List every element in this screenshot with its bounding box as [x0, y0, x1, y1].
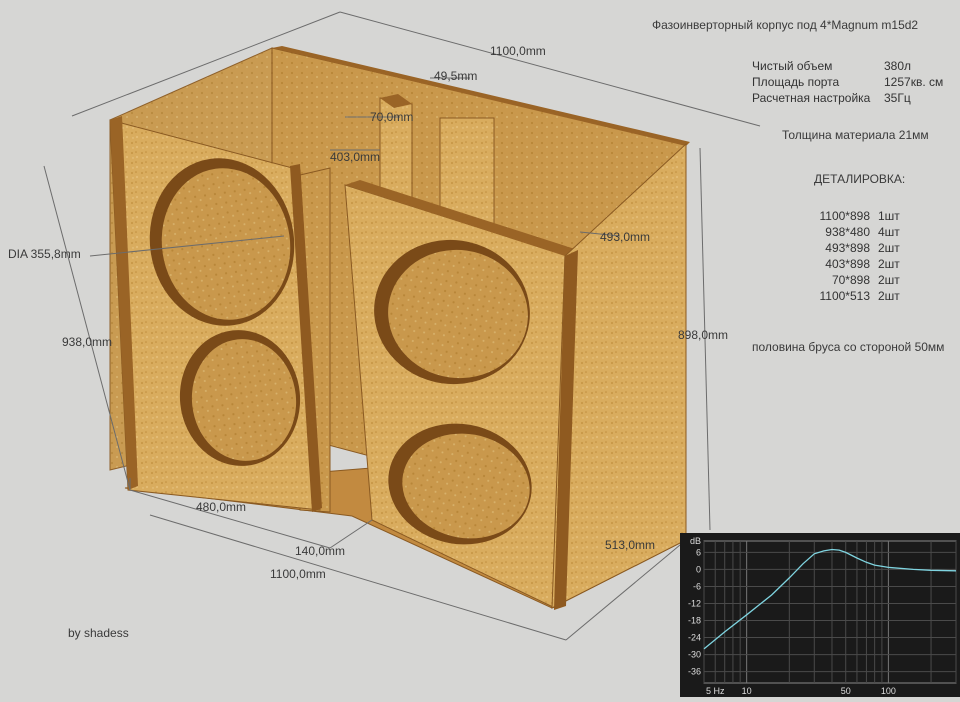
- y-tick-label: -24: [688, 633, 701, 643]
- y-tick-label: -30: [688, 650, 701, 660]
- dim-port-gap: 49,5mm: [434, 69, 478, 83]
- dim-height-front: 938,0mm: [62, 335, 113, 349]
- left-driver-upper-hole: [161, 168, 291, 320]
- spec-value: 1257кв. см: [884, 75, 944, 89]
- left-baffle-right-edge: [290, 164, 322, 512]
- dim-bottom-length: 1100,0mm: [270, 567, 326, 581]
- author-credit: by shadess: [68, 626, 129, 640]
- spec-table: Чистый объем 380л Площадь порта 1257кв. см…: [752, 58, 943, 106]
- spec-value: 35Гц: [884, 91, 911, 105]
- y-tick-label: dB: [690, 536, 701, 546]
- y-tick-label: -6: [693, 581, 701, 591]
- right-baffle-top-edge: [345, 180, 578, 256]
- part-quantity: 2шт: [878, 241, 900, 255]
- parts-row: 1100*513 2шт: [800, 288, 900, 304]
- dim-front-width: 480,0mm: [196, 500, 247, 514]
- part-dimensions: 70*898: [831, 273, 870, 287]
- part-quantity: 1шт: [878, 209, 900, 223]
- diagram-title: Фазоинверторный корпус под 4*Magnum m15d…: [652, 18, 919, 32]
- dim-port-slot: 140,0mm: [295, 544, 346, 558]
- y-tick-label: -36: [688, 667, 701, 677]
- part-quantity: 2шт: [878, 257, 900, 271]
- spec-label: Расчетная настройка: [752, 91, 871, 105]
- right-driver-lower-hole: [402, 433, 530, 539]
- part-quantity: 4шт: [878, 225, 900, 239]
- dim-port-width: 70,0mm: [370, 110, 414, 124]
- x-tick-label: 10: [742, 686, 752, 696]
- frequency-response-plot: dB6 0 -6 -12 -18 -24 -30 -36 5 Hz 10 50 100: [688, 536, 957, 696]
- parts-row: 938*480 4шт: [800, 224, 900, 240]
- dimension-lines: [43, 11, 761, 641]
- spec-label: Площадь порта: [752, 75, 840, 89]
- y-tick-label: -18: [688, 616, 701, 626]
- dim-inner-depth: 493,0mm: [600, 230, 651, 244]
- part-dimensions: 938*480: [825, 225, 870, 239]
- y-tick-label: 6: [696, 547, 701, 557]
- x-tick-label: 50: [841, 686, 851, 696]
- x-tick-label: 100: [881, 686, 896, 696]
- spec-row: Чистый объем 380л: [752, 58, 943, 74]
- y-tick-label: -12: [688, 598, 701, 608]
- part-dimensions: 1100*513: [819, 289, 871, 303]
- left-driver-lower-hole: [191, 339, 297, 461]
- part-dimensions: 493*898: [825, 241, 870, 255]
- spec-label: Чистый объем: [752, 59, 833, 73]
- part-quantity: 2шт: [878, 289, 900, 303]
- bar-note: половина бруса со стороной 50мм: [752, 340, 945, 354]
- parts-row: 70*898 2шт: [800, 272, 900, 288]
- part-quantity: 2шт: [878, 273, 900, 287]
- left-baffle-left-edge: [110, 116, 138, 490]
- parts-row: 403*898 2шт: [800, 256, 900, 272]
- x-tick-label: 5 Hz: [706, 686, 725, 696]
- parts-list: 1100*898 1шт 938*480 4шт 493*898 2шт 403*89…: [800, 208, 900, 304]
- part-dimensions: 1100*898: [819, 209, 871, 223]
- part-dimensions: 403*898: [825, 257, 870, 271]
- back-panel-top-edge: [272, 46, 690, 146]
- port-divider-edge: [380, 94, 412, 108]
- details-title: ДЕТАЛИРОВКА:: [814, 172, 906, 186]
- dim-top-length: 1100,0mm: [490, 44, 546, 58]
- y-tick-label: 0: [696, 564, 701, 574]
- response-curve: [703, 548, 957, 650]
- spec-row: Площадь порта 1257кв. см: [752, 74, 943, 90]
- right-side-front-edge: [554, 250, 578, 610]
- dim-height-back: 898,0mm: [678, 328, 729, 342]
- plot-area: [703, 540, 957, 684]
- spec-value: 380л: [884, 59, 912, 73]
- dim-driver-dia: DIA 355,8mm: [8, 247, 81, 261]
- right-driver-upper-hole: [388, 249, 528, 379]
- parts-row: 493*898 2шт: [800, 240, 900, 256]
- parts-row: 1100*898 1шт: [800, 208, 900, 224]
- spec-row: Расчетная настройка 35Гц: [752, 90, 943, 106]
- dim-side-depth: 513,0mm: [605, 538, 656, 552]
- dim-port-depth: 403,0mm: [330, 150, 381, 164]
- material-thickness: Толщина материала 21мм: [782, 128, 929, 142]
